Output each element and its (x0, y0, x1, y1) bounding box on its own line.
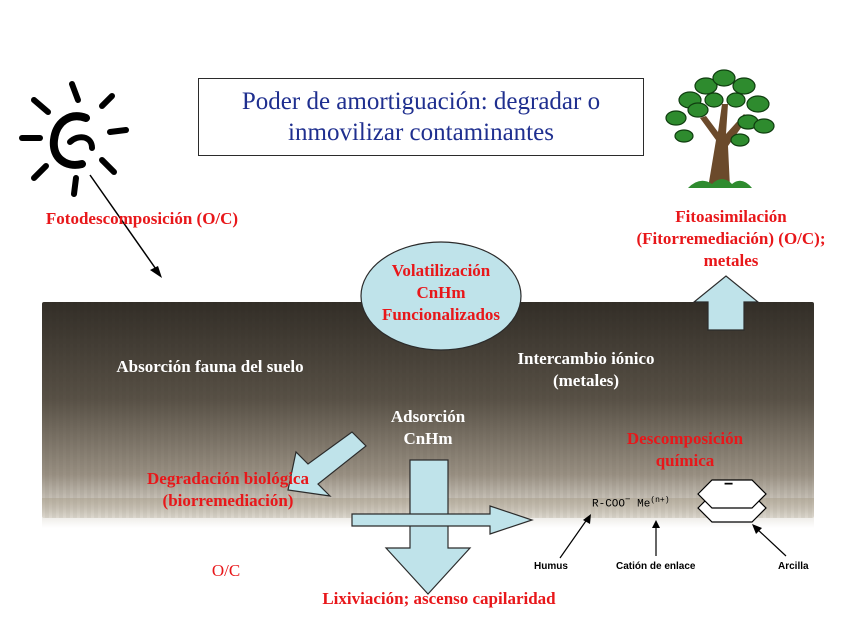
phytoassimilation-label: Fitoasimilación (Fitorremediación) (O/C)… (636, 207, 826, 270)
leaching-label: Lixiviación; ascenso capilaridad (322, 589, 556, 608)
carboxylate-metal-formula: R-COO− Me(n+) (592, 494, 670, 511)
photodecomposition-arrow (89, 174, 162, 278)
cation-label: Catión de enlace (616, 561, 696, 572)
clay-hexagon (697, 479, 767, 523)
leaching-arrow (384, 459, 472, 595)
clay-label: Arcilla (778, 561, 809, 572)
sun-icon (19, 81, 129, 197)
degradation-arrow (287, 431, 367, 497)
diagram-title-box: Poder de amortiguación: degradar o inmov… (198, 78, 644, 156)
clay-pointer (752, 524, 787, 557)
oc-label: O/C (211, 561, 241, 580)
chemical-decomposition-label: Descomposición química (626, 429, 744, 470)
volatilization-ellipse (360, 241, 522, 351)
diagram-title: Poder de amortiguación: degradar o inmov… (241, 88, 601, 146)
humus-pointer (559, 514, 591, 559)
adsorption-label: Adsorción CnHm (390, 407, 466, 448)
tree-icon (665, 69, 775, 188)
transport-arrow (351, 505, 534, 535)
soil-fauna-absorption-label: Absorción fauna del suelo (116, 357, 304, 376)
humus-label: Humus (534, 561, 568, 572)
phytoassimilation-arrow (692, 275, 760, 331)
clay-charge-label: − (724, 476, 734, 493)
photodecomposition-label: Fotodescomposición (O/C) (45, 209, 239, 228)
biological-degradation-label: Degradación biológica (biorremediación) (147, 469, 309, 510)
cation-pointer (652, 520, 660, 556)
ion-exchange-label: Intercambio iónico (metales) (517, 349, 655, 390)
volatilization-label: Volatilización CnHm Funcionalizados (381, 261, 501, 324)
